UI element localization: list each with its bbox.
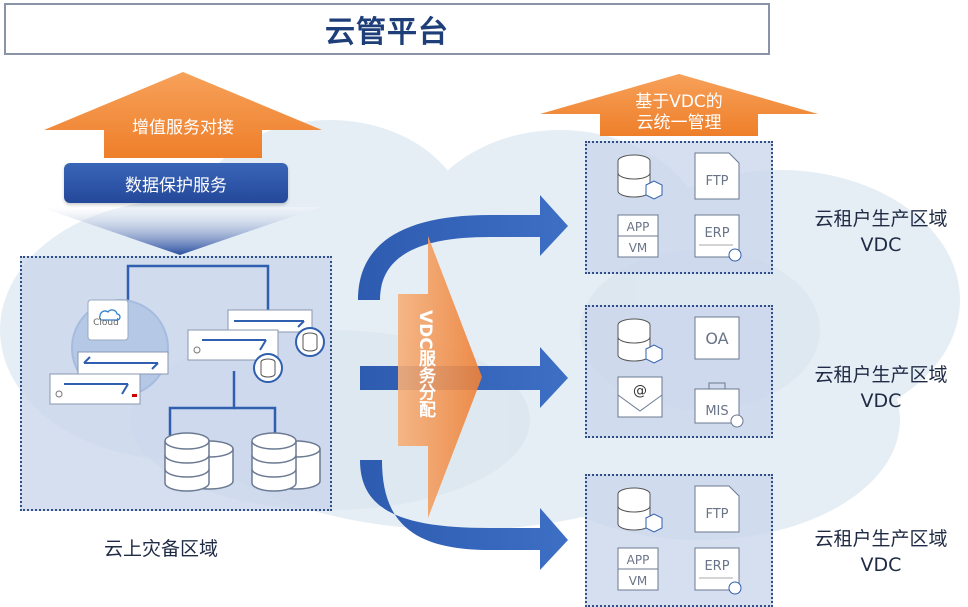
cloud-icon <box>87 299 129 341</box>
svg-text:FTP: FTP <box>705 174 728 189</box>
down-funnel-icon <box>40 207 320 255</box>
unified-management-line2: 云统一管理 <box>636 113 722 133</box>
svg-text:APP: APP <box>627 553 650 567</box>
dr-region-diagram <box>49 264 325 492</box>
svg-text:APP: APP <box>627 220 650 234</box>
server-icons <box>49 309 313 405</box>
tenant-2-label: 云租户生产区域 VDC <box>796 362 966 414</box>
arrow-to-tenant-1 <box>358 195 568 300</box>
tenant-1-label-line1: 云租户生产区域 <box>814 208 948 230</box>
svg-text:FTP: FTP <box>705 507 728 522</box>
erp-document-icon: ERP <box>694 214 742 262</box>
oa-document-icon: OA <box>694 316 740 360</box>
tenant-panel-2 <box>585 305 773 438</box>
email-icon: @ <box>617 376 663 418</box>
svg-text:MIS: MIS <box>705 404 728 419</box>
mis-toolbox-icon: MIS <box>694 382 744 428</box>
tenant-2-label-line2: VDC <box>860 390 902 412</box>
tenant-3-label-line1: 云租户生产区域 <box>814 528 948 550</box>
value-added-arrow <box>44 72 322 158</box>
database-oracle-icon <box>617 318 663 364</box>
database-oracle-icon <box>617 487 663 533</box>
unified-management-line1: 基于VDC的 <box>635 92 723 112</box>
platform-title-box: 云管平台 <box>4 3 770 55</box>
tenant-3-label: 云租户生产区域 VDC <box>796 526 966 578</box>
svg-text:ERP: ERP <box>704 559 729 574</box>
tenant-1-label-line2: VDC <box>860 234 902 256</box>
data-protection-service-button[interactable]: 数据保护服务 <box>64 163 288 203</box>
svg-text:VM: VM <box>629 241 648 255</box>
storage-array-icons <box>164 432 321 492</box>
app-vm-icon: APP VM <box>617 547 659 591</box>
ftp-folder-icon: FTP <box>694 152 740 200</box>
ftp-folder-icon: FTP <box>694 485 740 533</box>
tenant-2-label-line1: 云租户生产区域 <box>814 364 948 386</box>
tenant-2-icons: OA @ MIS <box>617 316 744 428</box>
svg-text:VM: VM <box>629 574 648 588</box>
unified-management-label: 基于VDC的 云统一管理 <box>598 92 760 134</box>
tenant-3-icons: FTP APP VM ERP <box>617 485 742 595</box>
value-added-label: 增值服务对接 <box>132 118 234 138</box>
app-vm-icon: APP VM <box>617 214 659 258</box>
vdc-distribution-label: VDC服务分配 <box>415 310 435 418</box>
tenant-panel-3 <box>585 474 773 607</box>
erp-document-icon: ERP <box>694 547 742 595</box>
tenant-panel-1 <box>585 141 773 274</box>
dr-region-label: 云上灾备区域 <box>104 538 219 560</box>
data-protection-label: 数据保护服务 <box>125 175 227 196</box>
tenant-1-icons: FTP APP VM ERP <box>617 152 742 262</box>
database-badge-icons <box>253 327 325 383</box>
platform-title: 云管平台 <box>325 15 449 50</box>
svg-text:OA: OA <box>705 329 728 348</box>
svg-text:@: @ <box>633 383 647 399</box>
vdc-distribution-arrow <box>398 236 482 518</box>
tenant-1-label: 云租户生产区域 VDC <box>796 206 966 258</box>
database-oracle-icon <box>617 154 663 200</box>
svg-text:ERP: ERP <box>704 226 729 241</box>
cloud-label: Cloud <box>93 318 119 328</box>
tenant-3-label-line2: VDC <box>860 554 902 576</box>
unified-management-arrow <box>540 74 818 136</box>
arrow-to-tenant-3 <box>360 460 568 570</box>
